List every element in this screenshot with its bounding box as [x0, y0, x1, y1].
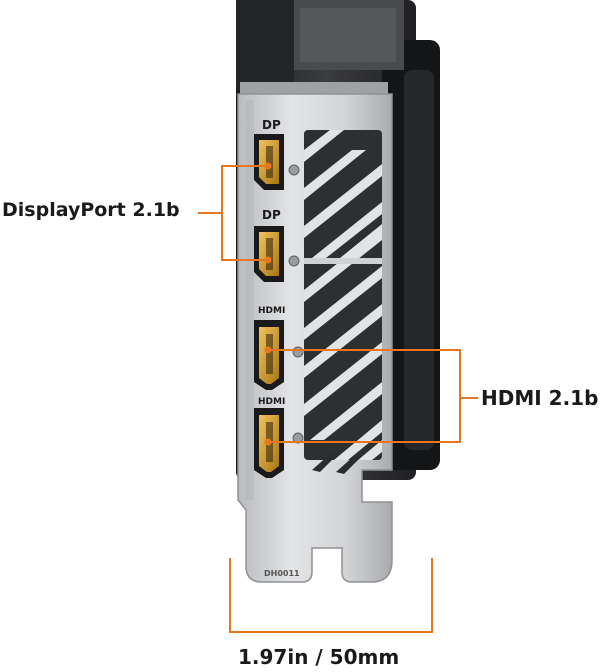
- width-dimension-label: 1.97in / 50mm: [238, 645, 400, 669]
- displayport-connector-1: [254, 134, 284, 190]
- displayport-connector-2: [254, 226, 284, 282]
- bracket-inner-shade: [246, 100, 254, 500]
- port3-label: HDMI: [258, 306, 285, 316]
- vent-grille: [304, 130, 382, 460]
- port1-label: DP: [262, 118, 281, 132]
- port4-label: HDMI: [258, 397, 285, 407]
- lower-vents: [312, 454, 362, 474]
- port-silkscreen: DP DP HDMI HDMI DH0011: [258, 118, 300, 578]
- width-dimension-bracket: [229, 558, 433, 633]
- part-code-label: DH0011: [264, 569, 300, 578]
- displayport-callout-bracket: [198, 162, 272, 264]
- port2-label: DP: [262, 208, 281, 222]
- hdmi-label: HDMI 2.1b: [481, 386, 599, 410]
- displayport-label: DisplayPort 2.1b: [2, 199, 180, 221]
- hdmi-connector-1: [254, 320, 284, 390]
- hdmi-callout-bracket: [264, 346, 478, 446]
